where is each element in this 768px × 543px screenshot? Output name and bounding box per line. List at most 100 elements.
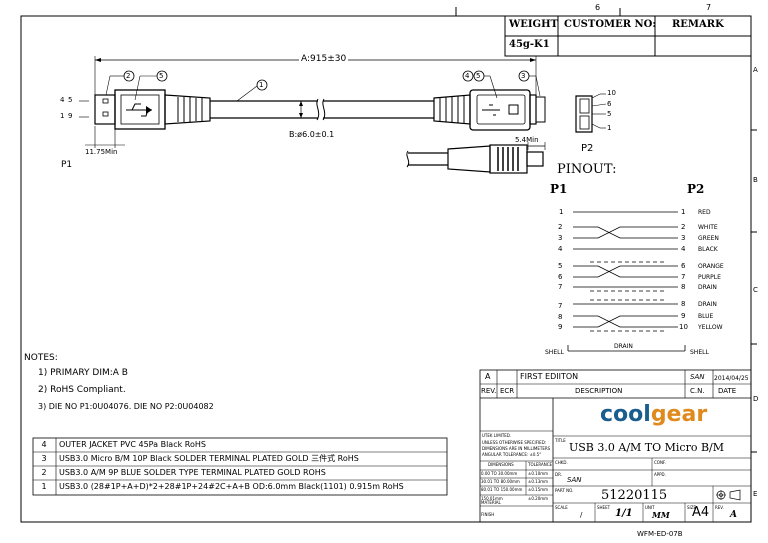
tol-value: ±0.10mm bbox=[528, 471, 549, 476]
part-no-label: PART NO. bbox=[555, 488, 574, 493]
tol-range: 150.01mm bbox=[481, 496, 503, 501]
wire-color: BLUE bbox=[698, 313, 714, 320]
tol-head-dimensions: DIMENSIONS bbox=[488, 462, 514, 467]
p1-plug-dimension: 11.75Min bbox=[85, 148, 118, 156]
tol-value: ±0.15mm bbox=[528, 487, 549, 492]
logo-cool: cool bbox=[600, 402, 651, 427]
scale-value: / bbox=[580, 511, 583, 519]
tol-note: ANGULAR TOLERANCE: ±0.5° bbox=[482, 452, 542, 457]
pinout-p2-header: P2 bbox=[687, 182, 705, 196]
revision-cn: SAN bbox=[690, 373, 705, 381]
rev-label: REV. bbox=[715, 505, 724, 510]
pinout-right-pin: 4 bbox=[681, 245, 686, 253]
title-label: TITLE bbox=[555, 438, 566, 443]
revision-rev: A bbox=[485, 372, 491, 381]
pinout-right-pin: 9 bbox=[681, 312, 686, 320]
customer-no-label: CUSTOMER NO: bbox=[564, 19, 657, 30]
row-letter-b: B bbox=[753, 176, 758, 184]
dr-label: DR. bbox=[555, 472, 562, 477]
note-item: 1) PRIMARY DIM:A B bbox=[38, 368, 128, 378]
p2-pin-5: 5 bbox=[607, 110, 612, 118]
remark-label: REMARK bbox=[672, 19, 724, 30]
wire-color: DRAIN bbox=[698, 284, 717, 291]
wire-color: RED bbox=[698, 209, 711, 216]
pinout-left-pin: 9 bbox=[558, 323, 563, 331]
bom-item-description: OUTER JACKET PVC 45Pa Black RoHS bbox=[59, 440, 206, 449]
p1-pin-1: 1 bbox=[60, 112, 65, 120]
tol-range: 80.01 TO 150.00mm bbox=[481, 487, 523, 492]
cable-diameter-dimension: B:ø6.0±0.1 bbox=[289, 130, 335, 139]
bom-item-description: USB3.0 (28#1P+A+D)*2+28#1P+24#2C+A+B OD:… bbox=[59, 482, 404, 491]
tol-value: ±0.13mm bbox=[528, 479, 549, 484]
pinout-right-pin: 7 bbox=[681, 273, 686, 281]
revision-rev-header: REV. bbox=[481, 387, 497, 395]
conf-label: CONF. bbox=[654, 460, 666, 465]
bom-row: 1 USB3.0 (28#1P+A+D)*2+28#1P+24#2C+A+B O… bbox=[33, 481, 447, 493]
drawing-title: USB 3.0 A/M TO Micro B/M bbox=[569, 441, 725, 454]
bom-item-number: 2 bbox=[41, 468, 47, 477]
pinout-right-pin: 6 bbox=[681, 262, 686, 270]
sheet-label: SHEET bbox=[597, 505, 611, 510]
pinout-right-pin: 3 bbox=[681, 234, 686, 242]
logo-gear: gear bbox=[650, 402, 708, 427]
size-value: A4 bbox=[692, 505, 710, 520]
material-label: MATERIAL bbox=[481, 500, 501, 505]
callout-5-left: 5 bbox=[159, 72, 164, 80]
callout-2: 2 bbox=[126, 72, 131, 80]
tol-note: UNLESS OTHERWISE SPECIFIED: bbox=[482, 440, 547, 445]
weight-label: WEIGHT bbox=[509, 19, 558, 30]
row-letter-d: D bbox=[753, 395, 759, 403]
unit-label: UNIT bbox=[645, 505, 655, 510]
pinout-left-pin: 3 bbox=[558, 234, 563, 242]
notes-title: NOTES: bbox=[24, 353, 58, 363]
pinout-left-pin: 5 bbox=[558, 262, 563, 270]
row-letter-a: A bbox=[753, 66, 758, 74]
pinout-right-pin: 1 bbox=[681, 208, 686, 216]
pinout-p1-header: P1 bbox=[550, 182, 568, 196]
callout-1: 1 bbox=[259, 81, 264, 89]
tol-range: 30.01 TO 80.00mm bbox=[481, 479, 520, 484]
p2-pin-6: 6 bbox=[607, 100, 612, 108]
finish-label: FINISH bbox=[481, 512, 495, 517]
p1-label: P1 bbox=[61, 160, 73, 170]
revision-date: 2014/04/25 bbox=[714, 375, 749, 382]
revision-date-header: DATE bbox=[718, 387, 737, 395]
p1-pin-9: 9 bbox=[68, 112, 73, 120]
callout-4: 4 bbox=[465, 72, 470, 80]
drain-label: DRAIN bbox=[614, 343, 633, 350]
bom-item-number: 3 bbox=[41, 454, 47, 463]
part-number: 51220115 bbox=[601, 488, 668, 503]
bom-row: 3 USB3.0 Micro B/M 10P Black SOLDER TERM… bbox=[33, 453, 447, 465]
pinout-left-pin: 2 bbox=[558, 223, 563, 231]
wire-color: GREEN bbox=[698, 235, 719, 242]
column-number-6: 6 bbox=[595, 3, 601, 12]
pinout-title: PINOUT: bbox=[557, 162, 617, 177]
revision-cn-header: C.N. bbox=[690, 387, 705, 395]
pinout-right-pin: 8 bbox=[681, 300, 686, 308]
shell-left-label: SHELL bbox=[545, 349, 564, 356]
pinout-left-pin: 7 bbox=[558, 302, 563, 310]
pinout-right-pin: 10 bbox=[679, 323, 688, 331]
p1-pin-5: 5 bbox=[68, 96, 73, 104]
unit-value: MM bbox=[652, 510, 670, 520]
dr-signature: SAN bbox=[567, 476, 582, 484]
tol-value: ±0.20mm bbox=[528, 496, 549, 501]
row-letter-e: E bbox=[753, 490, 758, 498]
p2-pin-10: 10 bbox=[607, 89, 616, 97]
bom-item-description: USB3.0 Micro B/M 10P Black SOLDER TERMIN… bbox=[59, 454, 359, 463]
callout-5-right: 5 bbox=[476, 72, 481, 80]
chkd-label: CHKD. bbox=[555, 460, 568, 465]
size-label: SIZE bbox=[687, 505, 696, 510]
p2-pin-1: 1 bbox=[607, 124, 612, 132]
column-number-7: 7 bbox=[706, 3, 712, 12]
wire-color: BLACK bbox=[698, 246, 718, 253]
wire-color: WHITE bbox=[698, 224, 718, 231]
tol-range: 0.00 TO 30.00mm bbox=[481, 471, 518, 476]
overall-length-dimension: A:915±30 bbox=[299, 54, 349, 64]
shell-right-label: SHELL bbox=[690, 349, 709, 356]
pinout-left-pin: 4 bbox=[558, 245, 563, 253]
p2-label: P2 bbox=[581, 143, 594, 154]
tol-head-tolerance: TOLERANCE bbox=[528, 462, 553, 467]
pinout-left-pin: 6 bbox=[558, 273, 563, 281]
weight-value: 45g-K1 bbox=[509, 39, 550, 50]
